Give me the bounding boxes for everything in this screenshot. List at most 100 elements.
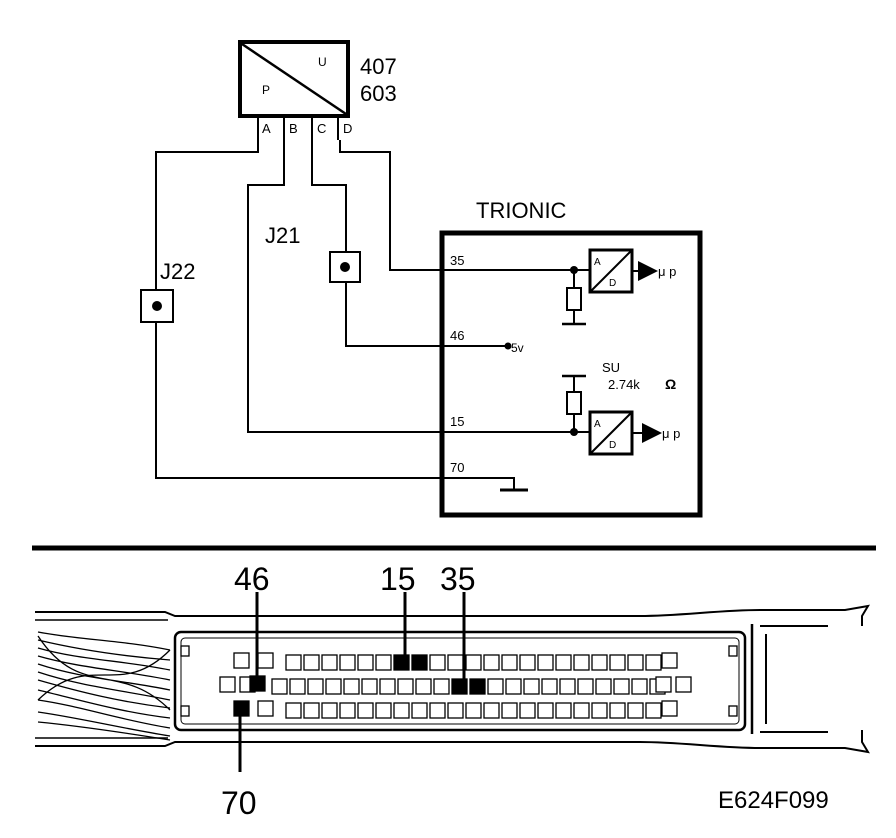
- connector-pin: [627, 702, 644, 719]
- connector-pin: [469, 678, 486, 695]
- ecu-pin-70: 70: [450, 460, 464, 475]
- callout-lines: [238, 592, 466, 772]
- su-label: SU: [602, 360, 620, 375]
- resistor-value: 2.74k: [608, 377, 640, 392]
- svg-text:D: D: [609, 440, 616, 451]
- connector-pin: [257, 652, 274, 669]
- connector-pin: [555, 654, 572, 671]
- connector-pin: [591, 654, 608, 671]
- sensor-symbol-u: U: [318, 55, 327, 69]
- ecu-pin-46: 46: [450, 328, 464, 343]
- wires: [155, 140, 572, 490]
- junction-j22-label: J22: [160, 259, 195, 284]
- wire-b-15: [247, 140, 572, 433]
- connector-pin: [631, 678, 648, 695]
- mu-p-label-1: μ p: [658, 264, 676, 279]
- supply-node: [504, 342, 512, 350]
- connector-pin: [393, 702, 410, 719]
- connector-pin: [285, 654, 302, 671]
- connector-pin: [519, 654, 536, 671]
- connector-pin-grid: [219, 652, 692, 719]
- channel-35: A D μ p: [562, 248, 676, 326]
- connector-pin: [339, 702, 356, 719]
- connector-pin: [303, 654, 320, 671]
- connector-pin: [523, 678, 540, 695]
- sensor-part-number-2: 603: [360, 81, 397, 106]
- ecu-pin-15: 15: [450, 414, 464, 429]
- wire-a-70: [155, 140, 515, 490]
- junction-j21-label: J21: [265, 223, 300, 248]
- svg-text:A: A: [594, 257, 601, 268]
- connector-pin: [577, 678, 594, 695]
- connector-pin: [375, 654, 392, 671]
- sensor-pin-c: C: [317, 121, 326, 136]
- connector-pin: [257, 700, 274, 717]
- connector-pin: [559, 678, 576, 695]
- sensor-pin-d: D: [343, 121, 352, 136]
- connector-pin: [393, 654, 410, 671]
- connector-pin: [661, 652, 678, 669]
- connector-pin: [321, 702, 338, 719]
- connector-pin: [483, 702, 500, 719]
- callout-70: 70: [221, 785, 257, 821]
- wire-c-46: [311, 140, 508, 347]
- connector-pin: [411, 654, 428, 671]
- callout-35: 35: [440, 561, 476, 597]
- connector-pin: [627, 654, 644, 671]
- junction-j22: [140, 289, 174, 323]
- connector-pin: [465, 654, 482, 671]
- connector-pin: [655, 676, 672, 693]
- connector-pin: [379, 678, 396, 695]
- pressure-sensor: U P A B C D: [238, 40, 352, 140]
- connector-pin: [303, 702, 320, 719]
- connector-drawing: [35, 604, 870, 754]
- connector-pin: [501, 654, 518, 671]
- ecu-pin-35: 35: [450, 253, 464, 268]
- ecu-title: TRIONIC: [476, 198, 567, 223]
- connector-pin: [429, 702, 446, 719]
- connector-pin: [429, 654, 446, 671]
- svg-text:D: D: [609, 278, 616, 289]
- connector-pin: [397, 678, 414, 695]
- sensor-symbol-p: P: [262, 83, 270, 97]
- connector-pin: [591, 702, 608, 719]
- connector-pin: [339, 654, 356, 671]
- connector-pin: [433, 678, 450, 695]
- connector-pin: [233, 652, 250, 669]
- connector-pin: [645, 702, 662, 719]
- mu-p-label-2: μ p: [662, 426, 680, 441]
- connector-pin: [505, 678, 522, 695]
- connector-pin: [289, 678, 306, 695]
- connector-pin: [501, 702, 518, 719]
- connector-pin: [483, 654, 500, 671]
- callout-46: 46: [234, 561, 270, 597]
- sensor-pin-b: B: [289, 121, 298, 136]
- callout-15: 15: [380, 561, 416, 597]
- sensor-pin-a: A: [262, 121, 271, 136]
- connector-pin: [415, 678, 432, 695]
- connector-pin: [573, 702, 590, 719]
- svg-text:A: A: [594, 419, 601, 430]
- connector-pin: [555, 702, 572, 719]
- connector-pin: [411, 702, 428, 719]
- connector-pin: [447, 702, 464, 719]
- ohm-symbol: Ω: [665, 376, 676, 392]
- connector-pin: [219, 676, 236, 693]
- connector-pin: [541, 678, 558, 695]
- connector-pin: [519, 702, 536, 719]
- junction-j21: [329, 251, 361, 283]
- connector-pin: [361, 678, 378, 695]
- connector-pin: [487, 678, 504, 695]
- connector-pin: [537, 654, 554, 671]
- sensor-part-number-1: 407: [360, 54, 397, 79]
- connector-pin: [321, 654, 338, 671]
- connector-pin: [271, 678, 288, 695]
- connector-pin: [447, 654, 464, 671]
- connector-pin: [307, 678, 324, 695]
- connector-pin: [285, 702, 302, 719]
- connector-pin: [465, 702, 482, 719]
- connector-pin: [645, 654, 662, 671]
- connector-pin: [675, 676, 692, 693]
- connector-pin: [325, 678, 342, 695]
- connector-pin: [537, 702, 554, 719]
